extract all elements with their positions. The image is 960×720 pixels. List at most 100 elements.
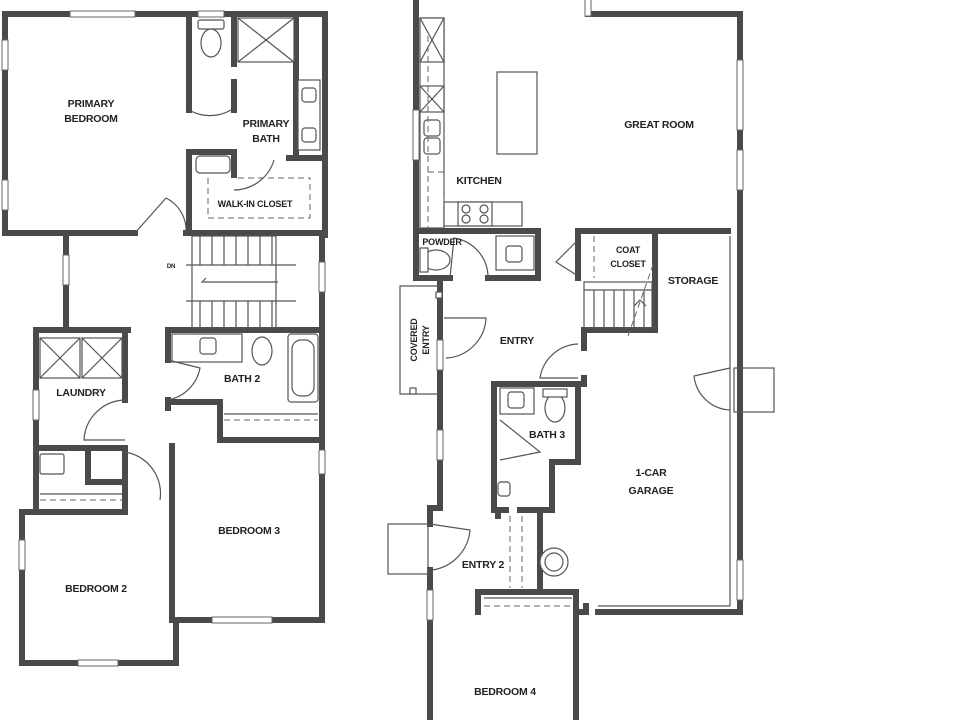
main-floor-wall — [585, 0, 743, 615]
porch-post — [435, 291, 443, 299]
window — [736, 149, 744, 191]
cooktop — [479, 214, 489, 224]
interior-wall — [33, 449, 128, 515]
interior-wall — [85, 445, 128, 485]
door-swing — [693, 367, 731, 411]
label-coat-closet: COAT — [616, 245, 641, 255]
sink — [505, 245, 523, 263]
toilet — [542, 388, 568, 398]
door-swing — [555, 239, 579, 277]
laundry-sink — [39, 453, 65, 475]
door-swing — [188, 109, 232, 117]
kitchen-sink — [423, 119, 441, 137]
entry2-exterior-pad — [387, 523, 429, 575]
door-swing — [167, 359, 201, 401]
upper-floor-plan — [1, 10, 328, 667]
window — [211, 616, 273, 624]
interior-wall — [413, 228, 541, 281]
label-stair-down: DN — [167, 264, 175, 270]
window — [77, 659, 119, 667]
upper-floor-wall — [2, 230, 69, 333]
interior-wall — [186, 149, 237, 178]
label-coat-closet: CLOSET — [610, 259, 646, 269]
interior-wall — [581, 228, 658, 351]
toilet — [544, 393, 566, 423]
sink — [497, 481, 511, 497]
window — [62, 254, 70, 286]
door-swing — [444, 317, 487, 359]
label-bath-3: BATH 3 — [529, 429, 565, 441]
door-swing — [124, 451, 162, 501]
interior-wall — [517, 375, 587, 513]
door-swing — [233, 159, 275, 191]
label-bedroom-3: BEDROOM 3 — [218, 525, 280, 537]
label-powder: POWDER — [422, 237, 462, 247]
window — [436, 429, 444, 461]
window — [1, 39, 9, 71]
sink — [301, 127, 317, 143]
label-primary-bedroom: PRIMARY — [68, 98, 115, 110]
window — [426, 589, 434, 621]
toilet — [197, 19, 225, 30]
bathtub — [195, 155, 231, 174]
label-entry-2: ENTRY 2 — [462, 559, 505, 571]
sink — [507, 391, 525, 409]
shower — [237, 17, 295, 63]
interior-wall — [169, 399, 325, 443]
door-swing — [429, 523, 471, 571]
door-swing — [134, 197, 187, 234]
door-swing — [499, 419, 542, 461]
main-floor-plan — [387, 0, 775, 720]
window — [736, 559, 744, 601]
door-swing — [449, 237, 489, 279]
window — [69, 10, 136, 18]
label-kitchen: KITCHEN — [456, 175, 501, 187]
toilet — [251, 336, 273, 366]
refrigerator — [419, 17, 445, 63]
main-floor-wall — [427, 505, 443, 527]
garage-exterior-door-pad — [733, 367, 775, 413]
kitchen-sink — [423, 137, 441, 155]
label-covered-entry: COVERED — [409, 318, 419, 362]
water-heater — [544, 552, 564, 572]
stairs — [186, 235, 296, 329]
label-covered-entry: ENTRY — [421, 325, 431, 354]
label-great-room: GREAT ROOM — [624, 119, 694, 131]
main-floor-wall — [573, 603, 589, 615]
label-primary-bath: BATH — [252, 133, 280, 145]
label-entry: ENTRY — [500, 335, 534, 347]
oven — [419, 85, 445, 113]
window — [18, 539, 26, 571]
bathtub — [287, 333, 319, 403]
dryer — [81, 337, 123, 379]
door-swing — [83, 399, 126, 441]
door-swing — [539, 343, 579, 379]
label-primary-bath: PRIMARY — [243, 118, 290, 130]
stairs — [583, 261, 655, 337]
toilet — [200, 28, 222, 58]
sink — [199, 337, 217, 355]
label-primary-bedroom: BEDROOM — [64, 113, 118, 125]
sink — [301, 87, 317, 103]
porch-post — [409, 387, 417, 395]
label-laundry: LAUNDRY — [56, 387, 106, 399]
covered-entry-outline — [399, 285, 440, 395]
window — [736, 59, 744, 131]
cooktop — [461, 214, 471, 224]
cooktop — [461, 204, 471, 214]
window — [197, 10, 225, 18]
label-walk-in-closet: WALK-IN CLOSET — [218, 199, 293, 209]
window — [584, 0, 592, 17]
label-garage: GARAGE — [629, 485, 674, 497]
window — [1, 179, 9, 211]
kitchen-island — [496, 71, 538, 155]
washer — [39, 337, 81, 379]
window — [32, 389, 40, 421]
label-bath-2: BATH 2 — [224, 373, 260, 385]
closet-rod — [207, 178, 311, 219]
water-heater — [539, 547, 569, 577]
label-garage: 1-CAR — [635, 467, 667, 479]
window — [318, 449, 326, 475]
label-bedroom-4: BEDROOM 4 — [474, 686, 536, 698]
